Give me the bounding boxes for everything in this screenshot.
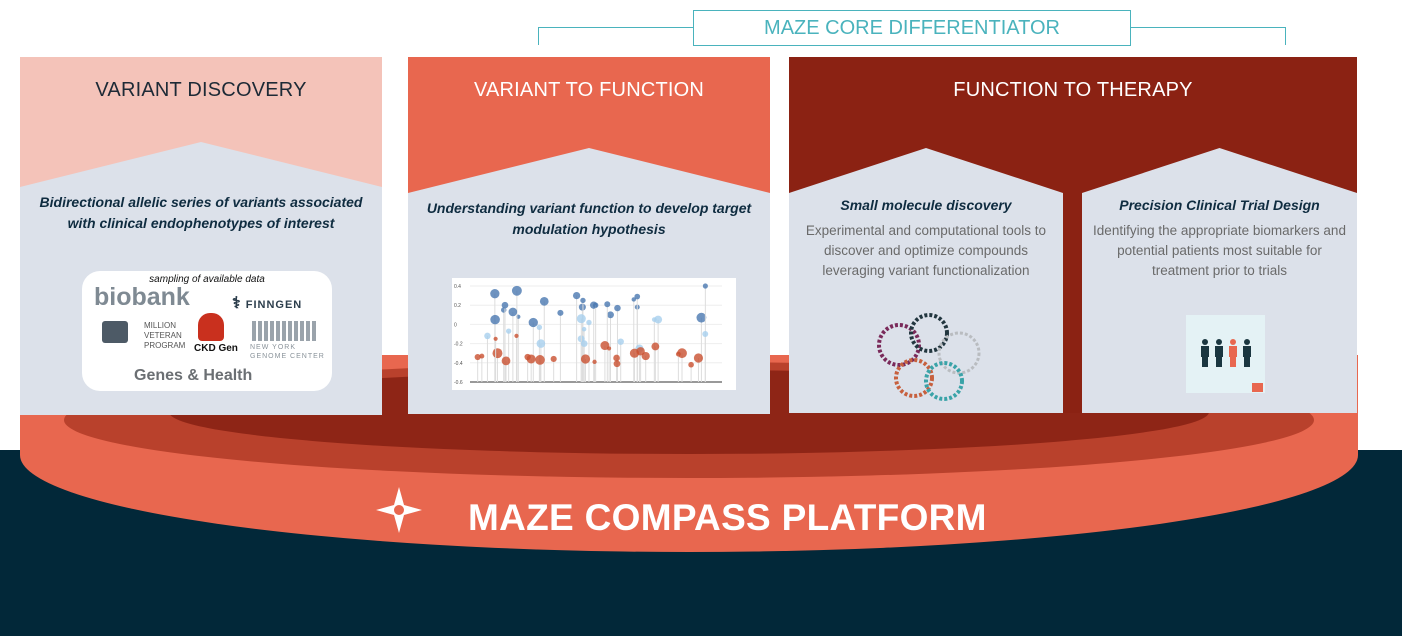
data-point	[600, 341, 610, 351]
y-tick-label: 0.4	[454, 284, 461, 290]
patients-image	[1186, 315, 1265, 393]
data-point	[702, 331, 709, 337]
column-title: VARIANT TO FUNCTION	[473, 79, 705, 101]
data-point	[592, 302, 599, 308]
variant-effect-chart: 0.4 0.2 0 -0.2 -0.4 -0.6	[452, 278, 736, 390]
data-point	[484, 332, 491, 340]
column-variant-to-function: VARIANT TO FUNCTION Understanding varian…	[408, 57, 770, 414]
y-tick-label: 0	[454, 322, 457, 328]
y-tick-label: 0.2	[454, 303, 461, 309]
data-point	[651, 342, 660, 351]
logo-biobank: biobank	[94, 283, 190, 311]
panel-subtitle: Small molecule discovery	[840, 197, 1012, 213]
data-point	[654, 315, 663, 324]
data-point	[501, 301, 509, 309]
data-point	[614, 304, 621, 312]
logo-nygc: NEW YORK GENOME CENTER	[250, 344, 325, 360]
data-caption: sampling of available data	[149, 274, 265, 285]
y-tick-label: -0.2	[454, 342, 463, 348]
platform-title: MAZE COMPASS PLATFORM	[468, 497, 987, 538]
data-point	[501, 356, 511, 366]
logo-genes-health: Genes & Health	[134, 367, 253, 384]
data-point	[576, 314, 586, 324]
logo-ckdgen: CKD Gen	[194, 343, 238, 354]
panel-description: Experimental and computational tools to …	[805, 223, 1047, 278]
data-point	[696, 312, 707, 323]
data-point	[514, 333, 519, 339]
data-point	[604, 301, 611, 308]
column-variant-discovery: VARIANT DISCOVERY Bidirectional allelic …	[20, 57, 382, 415]
y-tick-label: -0.4	[454, 361, 463, 367]
data-point	[536, 324, 543, 330]
data-point	[479, 353, 485, 359]
ckdgen-kidney-icon	[198, 313, 224, 341]
data-point	[581, 326, 587, 332]
mvp-map-icon	[102, 321, 128, 343]
data-point	[675, 351, 681, 357]
data-point	[617, 338, 624, 345]
data-point	[641, 351, 650, 361]
panel-subtitle: Precision Clinical Trial Design	[1119, 197, 1320, 213]
panel-clinical-trial: Precision Clinical Trial Design Identify…	[1082, 148, 1357, 413]
data-point	[490, 289, 500, 299]
data-point	[578, 303, 586, 311]
data-point	[607, 311, 614, 319]
compass-icon	[376, 487, 422, 533]
data-point	[508, 307, 518, 317]
data-point	[629, 348, 640, 358]
logo-mvp: MILLION VETERAN PROGRAM	[144, 321, 186, 350]
data-point	[580, 340, 588, 347]
data-point	[528, 317, 538, 328]
data-point	[493, 336, 498, 341]
protein-structure-image	[877, 313, 981, 401]
data-point	[492, 348, 503, 359]
data-point	[580, 297, 586, 304]
nygc-skyline-icon	[252, 321, 318, 341]
y-tick-label: -0.6	[454, 380, 463, 386]
data-point	[586, 319, 592, 326]
data-sources-box: sampling of available data biobank ⚕ FIN…	[82, 271, 332, 391]
panel-small-molecule: Small molecule discovery Experimental an…	[789, 148, 1063, 413]
data-point	[572, 291, 581, 300]
data-point	[490, 314, 500, 325]
data-point	[505, 328, 512, 334]
panel-subtitle: Bidirectional allelic series of variants…	[39, 194, 363, 231]
data-point	[613, 360, 621, 368]
panel-subtitle: Understanding variant function to develo…	[426, 200, 752, 237]
data-point	[613, 354, 620, 362]
column-title: VARIANT DISCOVERY	[95, 79, 307, 101]
data-point	[651, 317, 657, 322]
panel-description: Identifying the appropriate biomarkers a…	[1093, 223, 1346, 278]
column-function-to-therapy: FUNCTION TO THERAPY Small molecule disco…	[789, 57, 1357, 413]
logo-finngen: ⚕ FINNGEN	[232, 295, 303, 312]
data-point	[688, 361, 694, 368]
data-point	[550, 355, 557, 363]
data-point	[693, 353, 704, 363]
data-point	[702, 283, 708, 289]
data-point	[557, 309, 564, 316]
data-point	[526, 354, 536, 364]
data-point	[535, 355, 545, 365]
data-point	[592, 359, 597, 364]
panel: Bidirectional allelic series of variants…	[20, 142, 382, 415]
data-point	[511, 285, 522, 296]
people-icon	[1201, 339, 1263, 392]
data-point	[539, 297, 549, 306]
data-point	[536, 339, 546, 348]
data-point	[631, 297, 637, 302]
differentiator-label: MAZE CORE DIFFERENTIATOR	[693, 10, 1131, 46]
data-point	[474, 353, 481, 361]
data-point	[634, 293, 641, 300]
data-point	[580, 354, 591, 364]
panel: Understanding variant function to develo…	[408, 148, 770, 414]
column-title: FUNCTION TO THERAPY	[953, 79, 1193, 101]
